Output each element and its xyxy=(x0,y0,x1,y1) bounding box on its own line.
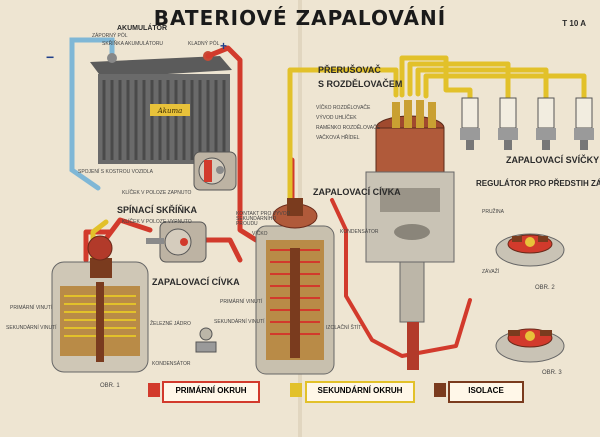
spark-plug-3 xyxy=(536,97,556,150)
label-klic-zapnuto: KLÍČEK V POLOZE ZAPNUTO xyxy=(122,190,192,196)
label-klic-vypnuto: KLÍČEK V POLOZE VYPNUTO xyxy=(122,219,192,225)
advance-regulator-fig3 xyxy=(495,328,565,363)
advance-regulator-fig2 xyxy=(495,233,565,267)
poster-title: BATERIOVÉ ZAPALOVÁNÍ xyxy=(153,6,447,30)
minus-sign: − xyxy=(46,49,54,65)
label-kondensator: KONDENSÁTOR xyxy=(152,361,191,367)
label-spojeni-s-kostrou: SPOJENÍ S KOSTROU VOZIDLA xyxy=(78,169,154,175)
label-obr2: Obr. 2 xyxy=(535,285,555,291)
label-zavazi: ZÁVAŽÍ xyxy=(482,269,500,275)
ground-wire xyxy=(69,37,115,191)
label-zelezne-jadro: ŽELEZNÉ JÁDRO xyxy=(150,321,191,327)
label-obr3: Obr. 3 xyxy=(542,370,562,376)
distributor xyxy=(365,100,455,370)
ignition-coil-left xyxy=(51,235,149,373)
legend-secondary-circuit: SEKUNDÁRNÍ OKRUH xyxy=(305,381,415,403)
label-skrinka-akumulatoru: SKŘÍŇKA AKUMULÁTORU xyxy=(102,41,164,47)
ignition-coil-middle xyxy=(255,198,335,375)
label-izolacni-stit: IZOLAČNÍ ŠTÍT xyxy=(326,325,362,331)
connector-hardware xyxy=(195,327,217,353)
ignition-switch-off xyxy=(146,221,207,263)
label-spinaci-skrinka: SPÍNACÍ SKŘÍŇKA xyxy=(117,205,198,215)
spark-plug-2 xyxy=(498,97,518,150)
spark-plug-4 xyxy=(574,97,594,150)
label-vicko-rozdelovace: VÍČKO ROZDĚLOVAČE xyxy=(316,105,371,111)
label-zapalovaci-civka-left: ZAPALOVACÍ CÍVKA xyxy=(152,277,240,287)
primary-circuit-wire-distributor xyxy=(330,198,472,358)
ignition-switch-on xyxy=(193,151,237,191)
label-sekundarni-vinuti: SEKUNDÁRNÍ VINUTÍ xyxy=(6,325,57,331)
label-rameneko-rozdelovace: RAMÉNKO ROZDĚLOVAČE xyxy=(316,125,381,131)
legend-isolation: ISOLACE xyxy=(448,381,524,403)
label-kondensator-mid: KONDENSÁTOR xyxy=(340,229,379,235)
label-vicko: VÍČKO xyxy=(252,231,268,237)
label-obr1: Obr. 1 xyxy=(100,383,120,389)
poster-code: T 10 A xyxy=(562,19,586,28)
label-prerusovac: PŘERUŠOVAČ xyxy=(318,65,381,75)
label-zapalovaci-civka-mid: ZAPALOVACÍ CÍVKA xyxy=(313,187,401,197)
spark-plug-1 xyxy=(460,97,480,150)
legend-primary-circuit: PRIMÁRNÍ OKRUH xyxy=(162,381,260,403)
label-primarni-vinuti-mid: PRIMÁRNÍ VINUTÍ xyxy=(220,299,263,305)
label-zapalovaci-svicky: ZAPALOVACÍ SVÍČKY xyxy=(506,155,600,165)
label-pruzina: PRUŽINA xyxy=(482,209,504,215)
legend-swatch-isolation xyxy=(434,383,446,397)
label-vyvod-uhlicek: VÝVOD UHLÍČEK xyxy=(316,115,357,121)
battery-brand-label: Akuma xyxy=(157,107,183,115)
label-sekundarni-vinuti-mid: SEKUNDÁRNÍ VINUTÍ xyxy=(214,319,265,325)
label-kontakt-vyvod: KONTAKT PRO VÝVOD SEKUNDÁRNÍHO PROUDU xyxy=(236,211,291,227)
label-s-rozdelovacem: S ROZDĚLOVAČEM xyxy=(318,79,403,89)
legend-swatch-primary xyxy=(148,383,160,397)
label-zaporny-pol: ZÁPORNÝ PÓL xyxy=(92,33,128,39)
label-kladny-pol: KLADNÝ PÓL xyxy=(188,41,220,47)
legend-swatch-secondary xyxy=(290,383,302,397)
label-primarni-vinuti: PRIMÁRNÍ VINUTÍ xyxy=(10,305,53,311)
label-vackova-hridel: VAČKOVÁ HŘÍDEL xyxy=(316,135,360,141)
label-akumulator: AKUMULÁTOR xyxy=(117,25,168,32)
secondary-circuit-wire xyxy=(90,55,587,271)
battery xyxy=(90,51,232,164)
label-regulator: REGULÁTOR PRO PŘEDSTIH ZÁŽEHU xyxy=(476,179,600,188)
spark-plugs xyxy=(460,97,594,150)
plus-sign: + xyxy=(220,39,227,53)
